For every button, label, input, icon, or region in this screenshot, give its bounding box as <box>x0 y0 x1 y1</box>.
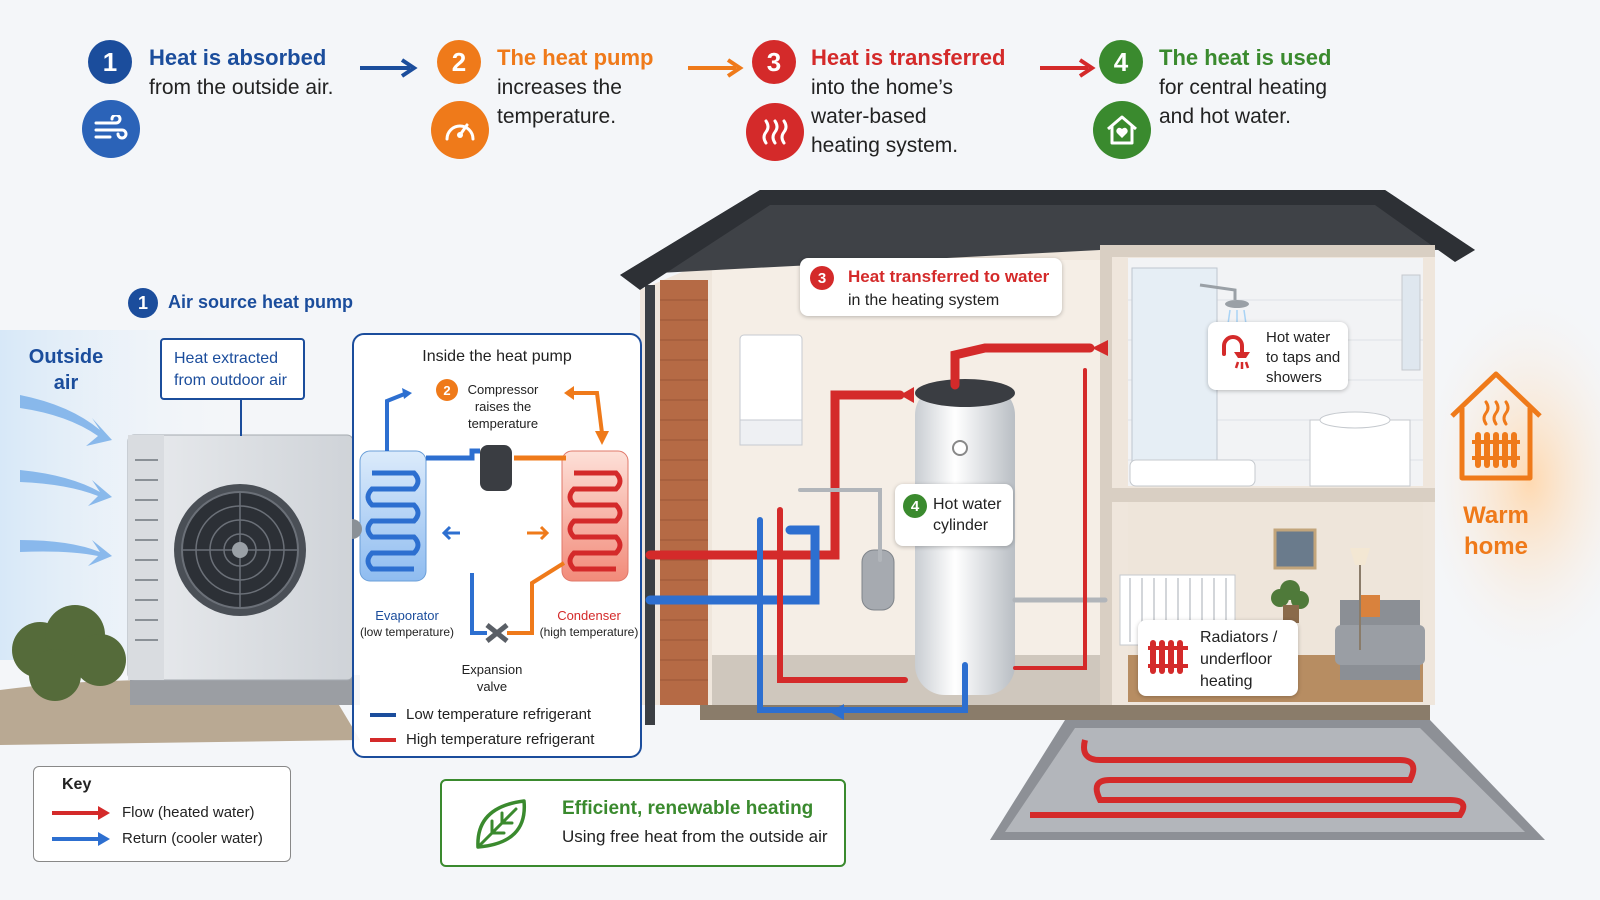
cylinder-number: 4 <box>903 494 927 518</box>
heat-transfer-number: 3 <box>810 266 834 290</box>
key-flow-label: Flow (heated water) <box>122 804 255 821</box>
step-3-number: 3 <box>752 40 796 84</box>
key-arrows <box>52 806 110 846</box>
radiator-icon <box>1148 640 1188 674</box>
heat-transfer-callout: 3 Heat transferred to water in the heati… <box>800 258 1062 316</box>
step-1-number: 1 <box>88 40 132 84</box>
key-panel <box>33 766 291 862</box>
warm-house-icon <box>1450 371 1542 481</box>
callout-pointer <box>240 400 242 436</box>
key-return-label: Return (cooler water) <box>122 830 263 847</box>
step-1-body: from the outside air. <box>149 76 334 99</box>
ashp-number: 1 <box>128 288 158 318</box>
wind-icon <box>82 100 140 158</box>
condenser-label: Condenser(high temperature) <box>539 608 639 639</box>
efficient-subtitle: Using free heat from the outside air <box>562 827 828 846</box>
step-3-title: Heat is transferred <box>811 45 1006 70</box>
heat-transfer-title: Heat transferred to water <box>848 267 1050 286</box>
refrigerant-legend-high: High temperature refrigerant <box>406 731 595 748</box>
step-4-title: The heat is used <box>1159 45 1332 70</box>
gauge-icon <box>431 101 489 159</box>
shower-icon <box>1222 335 1250 369</box>
leaf-icon <box>476 799 527 849</box>
step-4-number: 4 <box>1099 40 1143 84</box>
inside-heat-pump-title: Inside the heat pump <box>422 348 572 365</box>
heat-waves-icon <box>746 103 804 161</box>
step-1-title: Heat is absorbed <box>149 45 327 70</box>
refrigerant-circuit <box>352 386 629 742</box>
heat-transfer-sub: in the heating system <box>848 292 1000 309</box>
refrigerant-legend-low: Low temperature refrigerant <box>406 706 592 723</box>
evaporator-label: Evaporator(low temperature) <box>359 608 455 639</box>
compressor-number: 2 <box>436 379 458 401</box>
step-2-number: 2 <box>437 40 481 84</box>
efficient-title: Efficient, renewable heating <box>562 798 814 819</box>
key-title: Key <box>62 776 92 793</box>
ashp-label: Air source heat pump <box>168 292 354 312</box>
step-2-title: The heat pump <box>497 45 654 70</box>
house-heart-icon <box>1093 101 1151 159</box>
